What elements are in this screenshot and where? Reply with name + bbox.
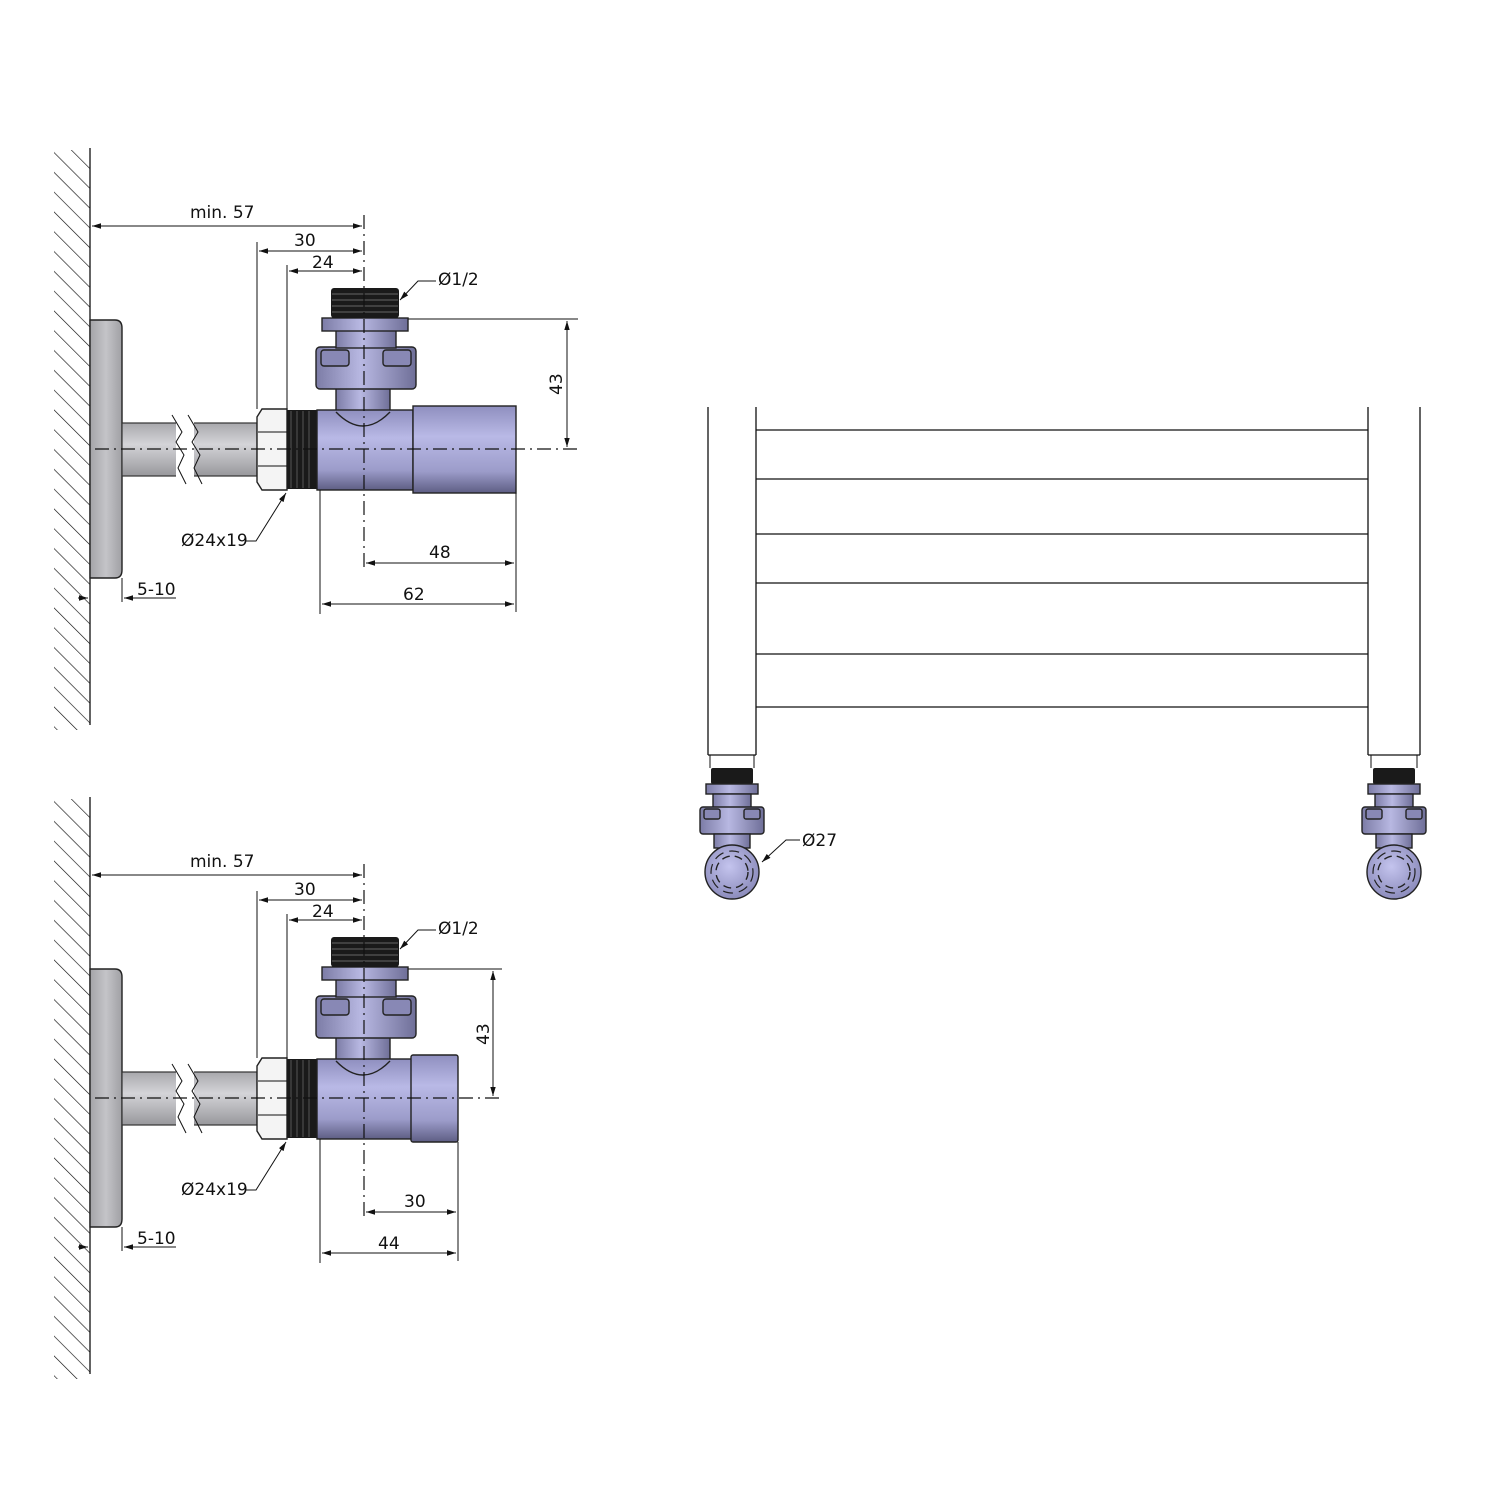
radiator-left-upright <box>707 407 757 756</box>
svg-text:43: 43 <box>474 1023 494 1045</box>
svg-text:24: 24 <box>312 902 334 922</box>
dimension-30: 30 <box>256 880 362 1058</box>
svg-text:Ø1/2: Ø1/2 <box>438 270 479 290</box>
dimension-5-10: 5-10 <box>78 578 176 602</box>
pipe <box>121 1063 258 1134</box>
wall-hatching <box>54 797 91 1379</box>
svg-text:min. 57: min. 57 <box>190 852 255 872</box>
dimension-inlet: Ø24x19 <box>181 492 287 551</box>
svg-text:30: 30 <box>404 1192 426 1212</box>
dimension-thread-1-2: Ø1/2 <box>399 919 479 950</box>
dimension-cap-diameter: Ø27 <box>761 831 837 863</box>
dimension-thread-1-2: Ø1/2 <box>399 270 479 301</box>
svg-text:5-10: 5-10 <box>137 1229 176 1249</box>
radiator-bars <box>756 429 1368 708</box>
dimension-62: 62 <box>319 490 514 614</box>
svg-text:44: 44 <box>378 1234 400 1254</box>
dimension-30-axis: 30 <box>366 1142 459 1261</box>
svg-text:48: 48 <box>429 543 451 563</box>
svg-text:min. 57: min. 57 <box>190 203 255 223</box>
dimension-24: 24 <box>286 902 362 1058</box>
dimension-44: 44 <box>319 1139 456 1263</box>
radiator-right-upright <box>1367 407 1421 756</box>
svg-text:24: 24 <box>312 253 334 273</box>
dimension-min-57: min. 57 <box>92 203 362 229</box>
dimension-43: 43 <box>408 968 502 1096</box>
dimension-inlet: Ø24x19 <box>181 1141 287 1200</box>
dimension-43: 43 <box>408 318 578 447</box>
view-top-long-valve: min. 57 30 24 Ø1/2 43 Ø24x19 48 <box>54 148 578 730</box>
view-bottom-short-valve: min. 57 30 24 Ø1/2 43 Ø24x19 30 <box>54 797 502 1379</box>
valve-body <box>316 1058 414 1140</box>
svg-text:43: 43 <box>547 373 567 395</box>
radiator-valve-left <box>699 755 765 900</box>
svg-text:Ø1/2: Ø1/2 <box>438 919 479 939</box>
svg-text:Ø24x19: Ø24x19 <box>181 531 248 551</box>
svg-text:62: 62 <box>403 585 425 605</box>
view-radiator-front: Ø27 <box>699 407 1427 900</box>
svg-text:Ø27: Ø27 <box>802 831 837 851</box>
dimension-48: 48 <box>366 493 517 612</box>
svg-text:30: 30 <box>294 880 316 900</box>
valve-cap-icon <box>1366 844 1422 900</box>
svg-text:5-10: 5-10 <box>137 580 176 600</box>
top-thread <box>331 937 399 967</box>
valve-body <box>316 409 414 491</box>
svg-text:Ø24x19: Ø24x19 <box>181 1180 248 1200</box>
top-thread <box>331 288 399 318</box>
dimension-24: 24 <box>286 253 362 409</box>
dimension-5-10: 5-10 <box>78 1227 176 1251</box>
dimension-min-57: min. 57 <box>92 852 362 878</box>
radiator-valve-right <box>1361 755 1427 900</box>
svg-text:30: 30 <box>294 231 316 251</box>
wall-hatching <box>54 148 91 730</box>
dimension-30: 30 <box>256 231 362 409</box>
valve-cap-icon <box>704 844 760 900</box>
